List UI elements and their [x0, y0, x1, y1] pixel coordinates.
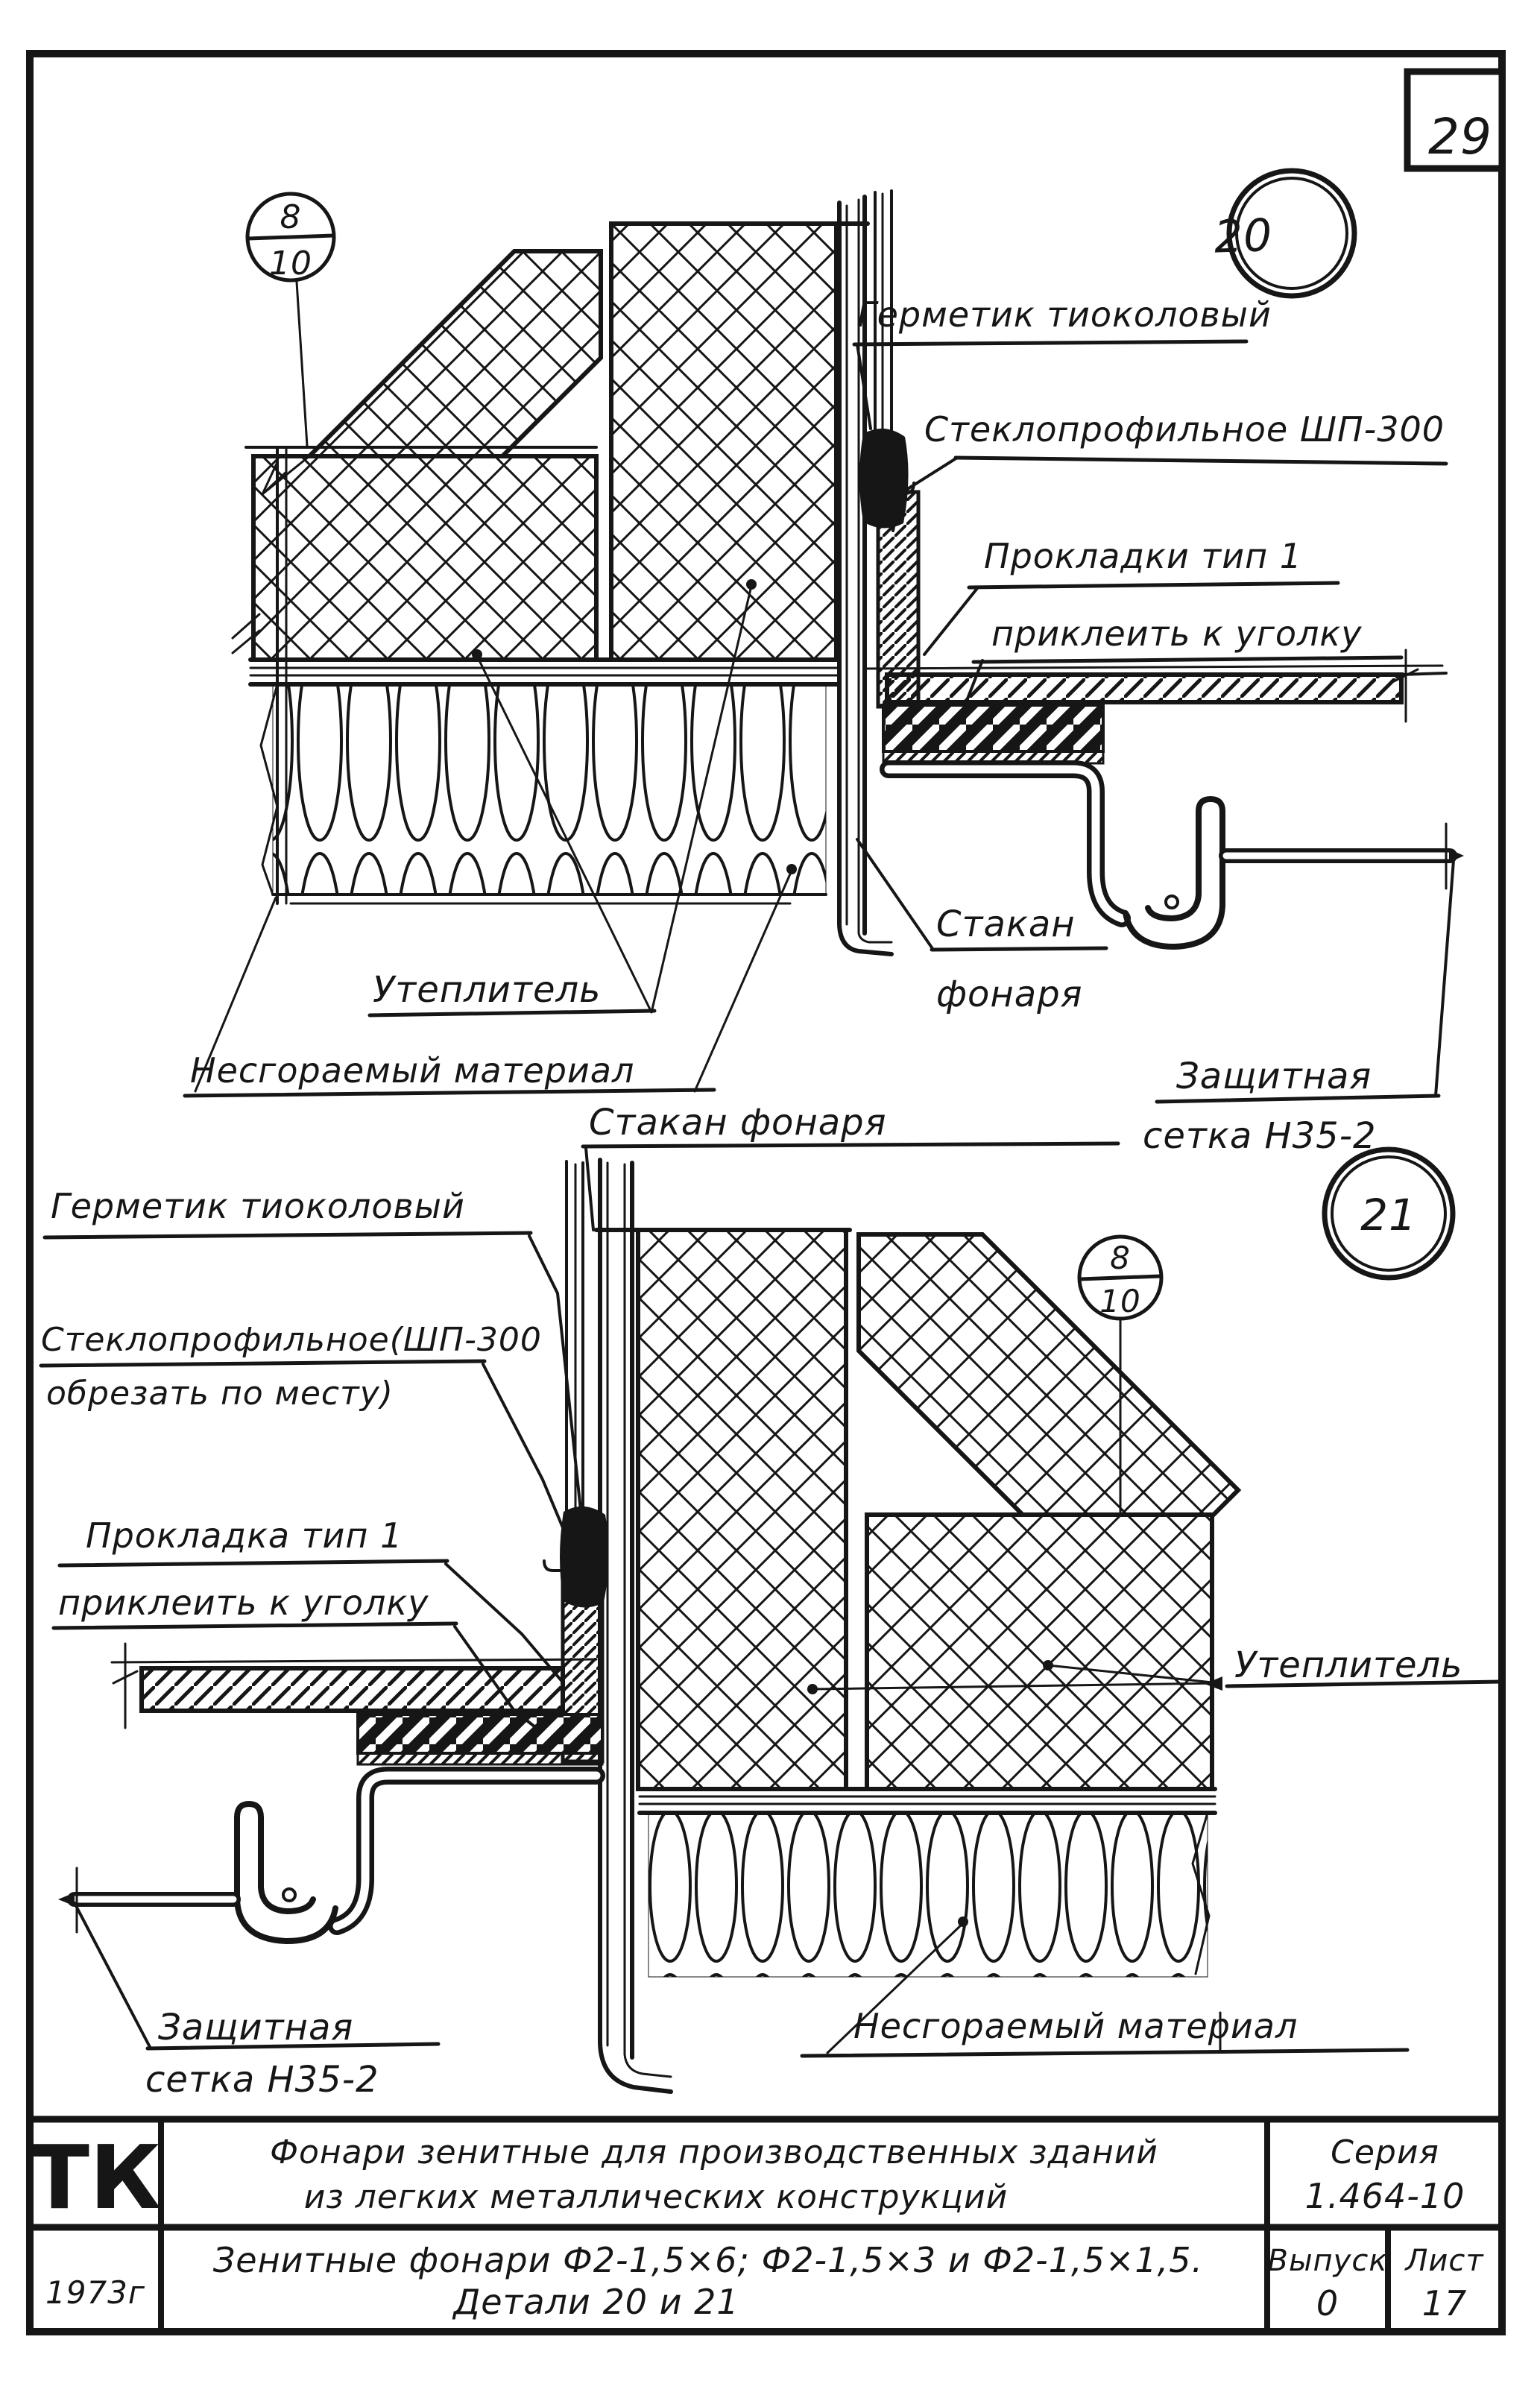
- series-value: 1.464-10: [1305, 2176, 1465, 2216]
- detail-20-circle: [1226, 168, 1357, 299]
- label-gasket1-20: Прокладки тип 1: [984, 536, 1302, 576]
- lantern-curb-21: [598, 1158, 673, 2094]
- angle-20: [876, 490, 921, 709]
- sheet-frame: [26, 50, 1506, 2335]
- leaders-20: [183, 339, 1455, 1104]
- title-block: [30, 2116, 1502, 2332]
- label-insulation-21: Утеплитель: [1234, 1644, 1462, 1686]
- protective-mesh-20: [1219, 822, 1464, 890]
- insulation-loops-20: [272, 684, 827, 895]
- label-mesh2-20: сетка Н35-2: [1143, 1115, 1377, 1157]
- detail-21-circle: [1322, 1146, 1456, 1281]
- label-glass2-21: обрезать по месту): [46, 1375, 394, 1413]
- screed-band-20: [248, 657, 842, 687]
- org-stamp: ТК: [30, 2126, 162, 2229]
- section-21-bottom: 10: [1099, 1283, 1140, 1319]
- flashing-20: [880, 760, 1225, 950]
- title-line2: из легких металлических конструкций: [304, 2178, 1008, 2216]
- label-glass-20: Стеклопрофильное ШП-300: [924, 409, 1445, 449]
- page-number-box: [1404, 68, 1506, 172]
- label-glass1-21: Стеклопрофильное(ШП-300: [41, 1321, 542, 1359]
- label-cup-21: Стакан фонаря: [589, 1102, 886, 1143]
- roof-slab-diagonal: [303, 249, 603, 458]
- detail-21-number: 21: [1360, 1190, 1417, 1240]
- subtitle-line1: Зенитные фонари Ф2-1,5×6; Ф2-1,5×3 и Ф2-…: [213, 2240, 1203, 2280]
- issue-value: 0: [1316, 2283, 1339, 2323]
- detail-20-number: 20: [1214, 209, 1274, 264]
- page-number: 29: [1428, 108, 1492, 165]
- section-21-top: 8: [1110, 1240, 1131, 1276]
- label-gasket2-21: приклеить к уголку: [58, 1583, 429, 1623]
- subtitle-line2: Детали 20 и 21: [452, 2282, 739, 2322]
- label-cup1-20: Стакан: [936, 903, 1076, 945]
- label-insulation-20: Утеплитель: [373, 969, 601, 1011]
- detail-21: [39, 1141, 1503, 2094]
- gasket-band-20: [882, 704, 1105, 753]
- sheet-label: Лист: [1404, 2244, 1484, 2278]
- roof-deck-20: [863, 649, 1448, 723]
- detail-20: [183, 168, 1464, 1104]
- label-gasket2-20: приклеить к уголку: [991, 613, 1362, 654]
- roof-slab-diagonal-21: [856, 1232, 1242, 1517]
- leaders-21: [39, 1141, 1503, 2058]
- label-fireproof-20: Несгораемый материал: [190, 1050, 634, 1091]
- sheet-value: 17: [1422, 2283, 1468, 2323]
- title-line1: Фонари зенитные для производственных зда…: [270, 2133, 1158, 2171]
- square-panel-21: [865, 1512, 1214, 1791]
- section-mark-20: [245, 192, 336, 447]
- label-mesh1-20: Защитная: [1176, 1056, 1372, 1097]
- label-mesh1-21: Защитная: [158, 2007, 353, 2048]
- label-cup2-20: фонаря: [936, 974, 1083, 1015]
- section-20-top: 8: [280, 198, 302, 236]
- label-gasket1-21: Прокладка тип 1: [86, 1515, 403, 1556]
- label-sealant-21: Герметик тиоколовый: [51, 1186, 465, 1226]
- label-sealant-20: Герметик тиоколовый: [857, 294, 1272, 335]
- insulation-loops-21: [648, 1812, 1208, 1978]
- section-20-bottom: 10: [269, 244, 312, 283]
- right-panel: [609, 221, 839, 662]
- flashing-21: [234, 1767, 605, 1945]
- issue-label: Выпуск: [1268, 2244, 1388, 2278]
- year: 1973г: [45, 2274, 145, 2311]
- lantern-curb-20: [837, 195, 894, 956]
- gasket-band-21: [356, 1713, 604, 1755]
- series-label: Серия: [1331, 2133, 1439, 2171]
- label-mesh2-21: сетка Н35-2: [145, 2059, 379, 2101]
- label-fireproof-21: Несгораемый материал: [853, 2006, 1298, 2046]
- protective-mesh-21: [58, 1867, 241, 1934]
- screed-band-21: [637, 1787, 1217, 1815]
- tall-panel-21: [636, 1228, 848, 1791]
- left-panel: [251, 454, 599, 662]
- roof-deck-21: [110, 1642, 598, 1729]
